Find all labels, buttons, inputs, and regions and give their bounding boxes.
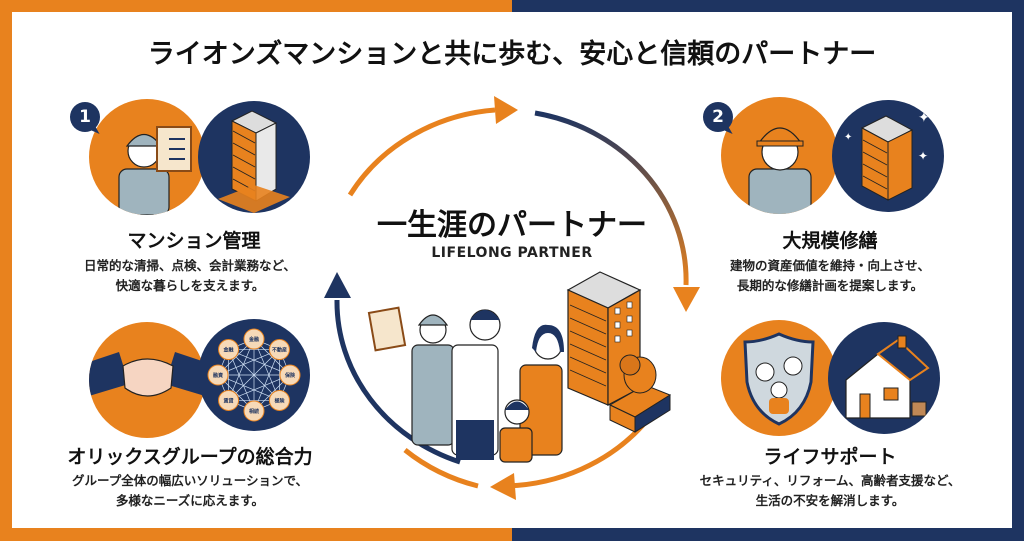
center-subtitle: LIFELONG PARTNER — [431, 245, 593, 261]
arrow-arc-bottom-left — [403, 448, 479, 489]
arrow-head-right — [673, 287, 700, 312]
feature-1-desc-line2: 快適な暮らしを支えます。 — [115, 278, 265, 293]
feature-1-title: マンション管理 — [127, 230, 261, 252]
feature-1-desc-line1: 日常的な清掃、点検、会計業務など、 — [84, 258, 296, 273]
house-icon — [828, 322, 940, 434]
worker-clipboard-icon — [89, 99, 205, 215]
feature-3-desc-line1: グループ全体の幅広いソリューションで、 — [71, 473, 308, 488]
network-link — [228, 349, 291, 376]
network-node — [279, 364, 301, 386]
arrow-head-bottom — [490, 473, 516, 500]
page-title: ライオンズマンションと共に歩む、安心と信頼のパートナー — [147, 39, 877, 70]
svg-text:✦: ✦ — [844, 132, 852, 143]
feature-4-title: ライフサポート — [763, 446, 897, 468]
arrow-arc-bottom — [504, 423, 645, 489]
feature-4-desc-line2: 生活の不安を解消します。 — [755, 493, 905, 508]
center-title: 一生涯のパートナー — [377, 208, 647, 243]
arrow-arc-left — [334, 299, 461, 465]
network-link — [228, 349, 280, 401]
network-node — [243, 400, 265, 422]
network-node-label: 不動産 — [272, 347, 287, 354]
lion-statue-icon — [608, 354, 672, 433]
feature-1-number-badge: 1 — [70, 102, 100, 132]
network-icon: 金融不動産保険極険相続賃貸融資金融 — [198, 319, 310, 431]
network-node-label: 賃貸 — [223, 397, 234, 404]
feature-4-desc-line1: セキュリティ、リフォーム、高齢者支援など、 — [699, 473, 961, 488]
network-node-label: 相続 — [249, 408, 259, 415]
helmet-worker-icon — [721, 97, 838, 214]
network-node-label: 保険 — [284, 372, 296, 379]
network-node-label: 融資 — [213, 372, 224, 379]
apartment-building-icon — [198, 101, 310, 213]
arrow-arc-top — [347, 107, 496, 197]
worker-figure-icon — [367, 306, 455, 446]
network-node — [218, 389, 240, 411]
network-node — [207, 364, 229, 386]
svg-text:✦: ✦ — [918, 110, 930, 126]
feature-2-title: 大規模修繕 — [782, 230, 878, 252]
feature-3-desc-line2: 多様なニーズに応えます。 — [115, 493, 265, 508]
network-node-label: 金融 — [248, 336, 259, 343]
network-node — [268, 389, 290, 411]
feature-2-desc-line2: 長期的な修繕計画を提案します。 — [736, 278, 924, 293]
feature-2-number-badge: 2 — [703, 102, 733, 132]
arrow-arc-right — [534, 110, 689, 286]
svg-text:✦: ✦ — [918, 149, 928, 163]
feature-3-title: オリックスグループの総合力 — [67, 446, 313, 468]
network-link — [228, 349, 255, 412]
network-node — [243, 328, 265, 350]
network-node-label: 極険 — [273, 397, 285, 404]
family-shield-icon — [721, 320, 837, 436]
feature-2-desc-line1: 建物の資産価値を維持・向上させ、 — [729, 258, 930, 273]
child-figure-icon — [499, 399, 533, 463]
network-node — [218, 339, 240, 361]
sparkling-building-icon: ✦ ✦ ✦ — [832, 100, 944, 212]
network-node — [268, 339, 290, 361]
arrow-head-left — [324, 272, 351, 298]
center-building-icon — [566, 271, 642, 406]
father-figure-icon — [451, 309, 501, 460]
handshake-icon — [89, 322, 205, 438]
arrow-head-top — [494, 96, 518, 124]
network-node-label: 金融 — [223, 347, 234, 354]
